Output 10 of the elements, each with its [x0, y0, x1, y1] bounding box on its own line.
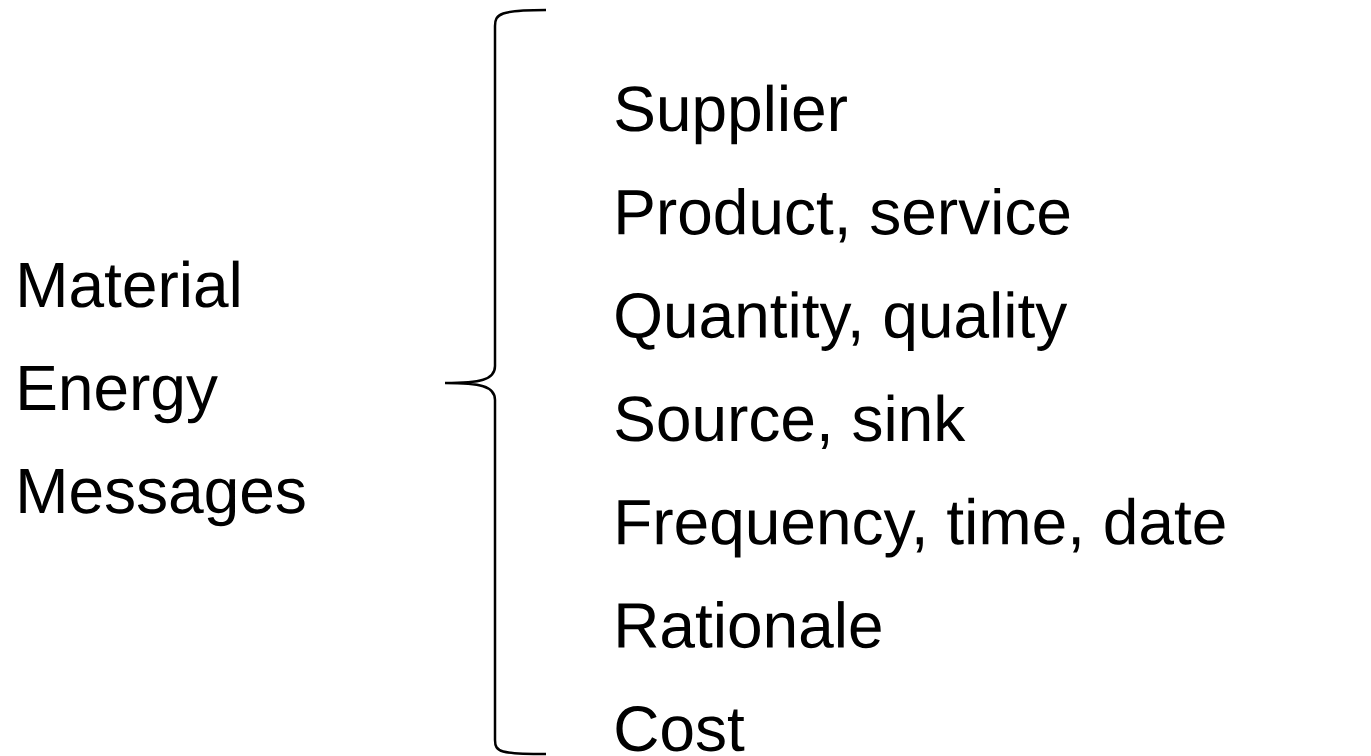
list-item: Messages	[20, 468, 305, 527]
list-item: Source, sink	[616, 394, 966, 450]
list-item: Cost	[616, 706, 745, 752]
list-item: Energy	[20, 365, 218, 424]
list-item: Product, service	[618, 187, 1070, 243]
list-item: Material	[20, 260, 239, 308]
list-item: Quantity, quality	[616, 291, 1068, 351]
list-item: Rationale	[618, 601, 881, 649]
list-item: Supplier	[616, 84, 847, 145]
list-item: Frequency, time, date	[618, 497, 1225, 558]
